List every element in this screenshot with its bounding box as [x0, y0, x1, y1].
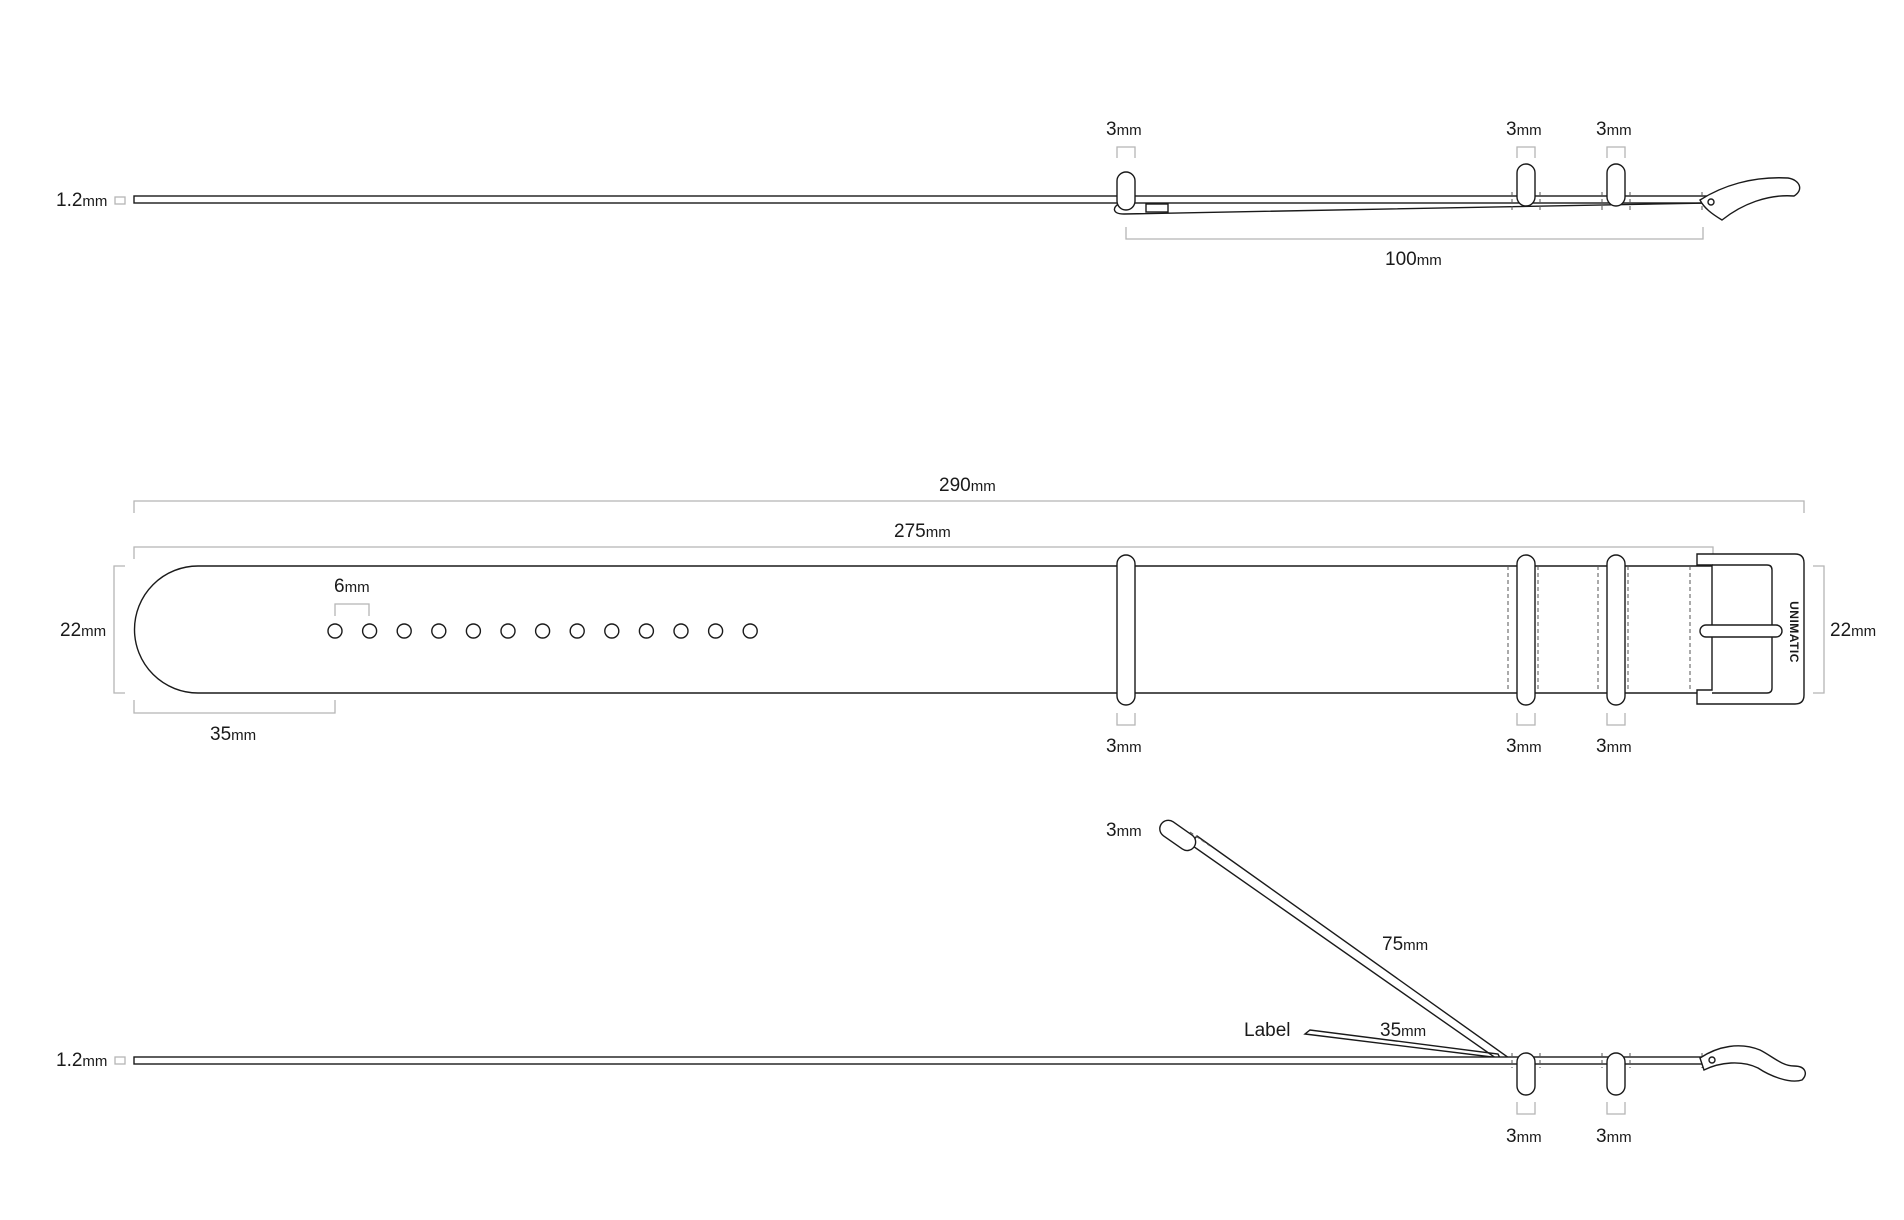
bottom-strap-body [133, 1056, 1710, 1065]
top-keeper-1 [1116, 171, 1136, 211]
strap-hole [604, 623, 620, 639]
bottom-keeper-2-bracket [1606, 1102, 1626, 1115]
right-width-label: 22mm [1830, 620, 1876, 641]
bottom-keeper-1-label: 3mm [1506, 1126, 1542, 1147]
strap-body-top [133, 565, 1714, 694]
mid-keeper-3 [1606, 554, 1626, 706]
top-down-view: 290mm 275mm 6mm UNIMATIC 22mm 22mm [60, 475, 1876, 757]
top-strap-body [133, 195, 1709, 204]
strap-hole [742, 623, 758, 639]
top-keeper-3-bracket [1606, 146, 1626, 158]
strap-length-bracket [133, 546, 1714, 559]
bottom-keeper-2 [1606, 1052, 1626, 1096]
top-buckle-pin [1707, 198, 1715, 206]
mid-keeper-3-label: 3mm [1596, 736, 1632, 757]
top-thickness-label: 1.2mm [56, 190, 107, 211]
strap-hole [396, 623, 412, 639]
bottom-keeper-2-label: 3mm [1596, 1126, 1632, 1147]
strap-hole [361, 623, 378, 639]
left-width-bracket [113, 565, 125, 694]
strap-holes [327, 623, 758, 639]
bottom-buckle-pin [1708, 1056, 1716, 1064]
top-fold-tab [1145, 203, 1169, 213]
top-keeper-1-label: 3mm [1106, 119, 1142, 140]
tip-to-hole-bracket [133, 700, 336, 714]
bottom-flap-keeper [1159, 819, 1197, 852]
mid-keeper-2-bracket [1516, 713, 1536, 726]
strap-hole [707, 623, 724, 639]
top-fold-length-bracket [1125, 227, 1704, 240]
top-keeper-3 [1606, 163, 1626, 207]
bottom-thickness-label: 1.2mm [56, 1050, 107, 1071]
left-width-label: 22mm [60, 620, 106, 641]
bottom-keeper-1 [1516, 1052, 1536, 1096]
strap-hole [569, 623, 585, 639]
strap-hole [534, 623, 551, 639]
bottom-buckle-profile [1699, 1045, 1806, 1082]
buckle-tongue [1699, 624, 1783, 638]
mid-keeper-1-bracket [1116, 713, 1136, 726]
hole-spacing-label: 6mm [334, 576, 370, 597]
tip-to-hole-label: 35mm [210, 724, 256, 745]
top-fold-length-label: 100mm [1385, 249, 1442, 270]
strap-hole [673, 623, 689, 639]
bottom-flap-keeper-label: 3mm [1106, 820, 1142, 841]
hole-spacing-bracket [334, 603, 370, 616]
strap-hole [500, 623, 516, 639]
strap-hole [431, 623, 447, 639]
bottom-flap-length-label: 75mm [1382, 934, 1428, 955]
top-thickness-marker [114, 196, 126, 205]
bottom-flap [1188, 835, 1511, 1062]
right-width-bracket [1813, 565, 1825, 694]
bottom-keeper-1-bracket [1516, 1102, 1536, 1115]
bottom-label-length-label: 35mm [1380, 1020, 1426, 1041]
mid-keeper-3-bracket [1606, 713, 1626, 726]
mid-keeper-1-label: 3mm [1106, 736, 1142, 757]
brand-label: UNIMATIC [1787, 601, 1801, 663]
total-length-bracket [133, 500, 1805, 513]
mid-keeper-2 [1516, 554, 1536, 706]
top-keeper-2-label: 3mm [1506, 119, 1542, 140]
mid-keeper-1 [1116, 554, 1136, 706]
label-tab [1303, 1029, 1502, 1059]
strap-hole [327, 623, 343, 639]
top-keeper-2 [1516, 163, 1536, 207]
mid-keeper-2-label: 3mm [1506, 736, 1542, 757]
top-side-view: 1.2mm 3mm 3mm 3mm 100mm [56, 119, 1801, 270]
label-callout-text: Label [1244, 1020, 1291, 1041]
bottom-thickness-marker [114, 1056, 126, 1065]
top-keeper-1-bracket [1116, 146, 1136, 158]
top-keeper-2-bracket [1516, 146, 1536, 158]
strap-length-label: 275mm [894, 521, 951, 542]
strap-hole [465, 623, 482, 639]
top-buckle-profile [1699, 177, 1801, 221]
total-length-label: 290mm [939, 475, 996, 496]
strap-hole [638, 623, 655, 639]
top-keeper-3-label: 3mm [1596, 119, 1632, 140]
bottom-side-view: 3mm 75mm Label 35mm 1.2mm 3mm 3mm [56, 819, 1806, 1147]
